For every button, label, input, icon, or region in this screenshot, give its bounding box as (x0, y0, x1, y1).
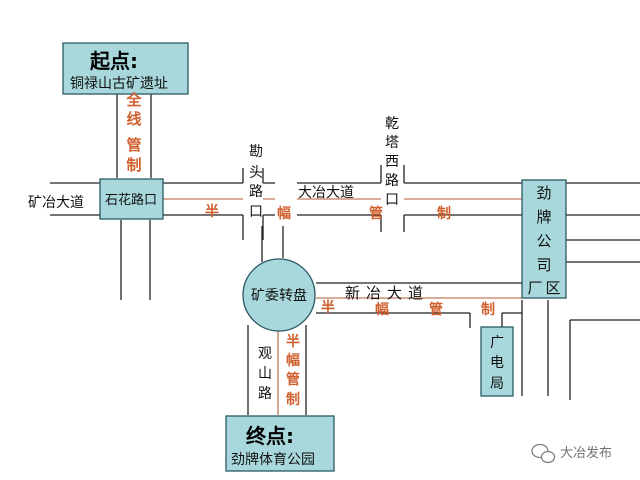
svg-text:管: 管 (429, 301, 443, 318)
svg-text:幅: 幅 (375, 301, 389, 318)
radio-tv-bureau: 广 电 局 (480, 326, 514, 397)
xinye-avenue-label: 新冶大道 (345, 284, 429, 302)
svg-text:管: 管 (369, 205, 383, 222)
wechat-logo-icon (531, 443, 556, 464)
svg-text:口: 口 (249, 204, 263, 220)
svg-text:广: 广 (490, 335, 504, 351)
svg-text:路: 路 (249, 184, 263, 200)
end-title: 终点: (246, 424, 294, 448)
svg-text:路: 路 (385, 173, 399, 189)
svg-text:司: 司 (536, 256, 551, 274)
kantou-intersection-label: 勘 头 路 口 (249, 144, 263, 220)
full-control-char-2: 线 (126, 110, 141, 128)
svg-text:头: 头 (249, 165, 263, 181)
svg-text:制: 制 (481, 301, 495, 318)
svg-text:半: 半 (321, 299, 335, 316)
svg-text:管: 管 (286, 371, 300, 388)
full-control-char-1: 全 (125, 91, 142, 109)
svg-text:半: 半 (286, 333, 300, 350)
svg-text:制: 制 (286, 391, 300, 408)
roundabout-label: 矿委转盘 (251, 287, 307, 304)
svg-text:劲: 劲 (536, 184, 551, 202)
svg-text:观: 观 (258, 346, 272, 362)
svg-text:西: 西 (385, 154, 399, 170)
svg-text:局: 局 (490, 376, 504, 392)
guanshan-road-label: 观 山 路 (258, 346, 272, 402)
shihua-intersection: 石花路口 (99, 178, 164, 220)
half-control-upper: 半 幅 管 制 (205, 203, 451, 222)
daye-avenue-label: 大冶大道 (298, 185, 354, 201)
road-network (50, 92, 640, 415)
svg-text:口: 口 (385, 192, 399, 208)
half-control-guanshan: 半 幅 管 制 (286, 333, 300, 408)
qianta-west-intersection-label: 乾 塔 西 路 口 (385, 116, 399, 208)
kuangye-avenue-label: 矿冶大道 (28, 195, 84, 211)
svg-text:山: 山 (258, 366, 272, 382)
svg-text:区: 区 (545, 279, 560, 297)
shihua-label: 石花路口 (105, 192, 157, 208)
svg-text:制: 制 (437, 205, 451, 222)
full-control-char-3: 管 (126, 136, 141, 154)
watermark: 大冶发布 (531, 443, 612, 464)
end-box: 终点: 劲牌体育公园 (225, 415, 335, 472)
full-control-label: 全 线 管 制 (125, 91, 142, 174)
roundabout: 矿委转盘 (242, 258, 316, 332)
svg-text:路: 路 (258, 386, 272, 402)
svg-text:幅: 幅 (277, 205, 291, 222)
svg-text:勘: 勘 (249, 144, 263, 160)
svg-text:牌: 牌 (536, 208, 551, 226)
svg-text:电: 电 (490, 355, 504, 371)
end-name: 劲牌体育公园 (231, 451, 315, 468)
start-title: 起点: (89, 49, 138, 73)
start-name: 铜禄山古矿遗址 (70, 76, 168, 92)
watermark-text: 大冶发布 (560, 445, 612, 461)
svg-text:塔: 塔 (385, 135, 399, 151)
jinpai-factory: 劲 牌 公 司 厂 区 (521, 179, 567, 299)
svg-text:半: 半 (205, 203, 219, 220)
svg-text:幅: 幅 (286, 352, 300, 369)
half-control-xinye: 半 幅 管 制 (321, 299, 495, 318)
svg-text:乾: 乾 (385, 116, 399, 132)
start-box: 起点: 铜禄山古矿遗址 (62, 42, 189, 95)
full-control-char-4: 制 (126, 156, 141, 174)
svg-text:公: 公 (536, 232, 551, 250)
svg-text:厂: 厂 (527, 279, 542, 297)
